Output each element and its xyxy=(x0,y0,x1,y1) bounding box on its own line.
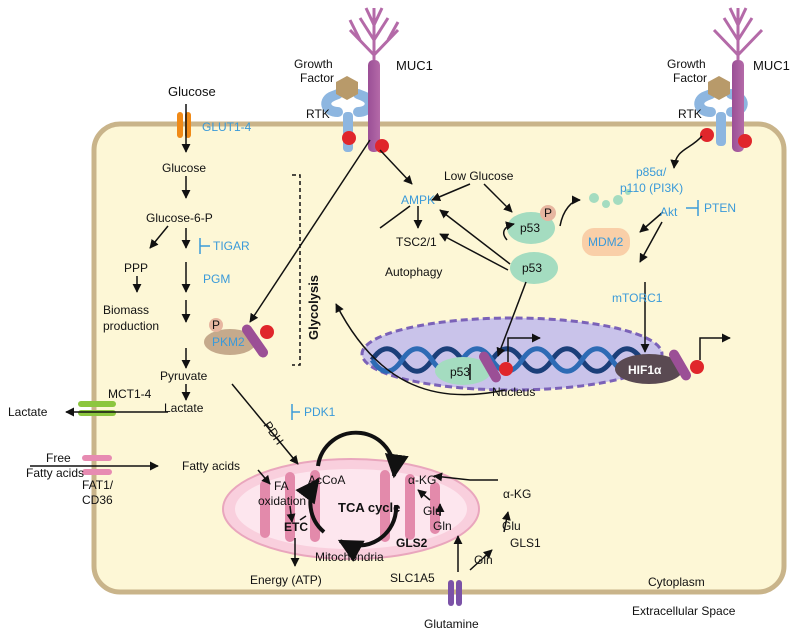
label-mtorc1: mTORC1 xyxy=(612,291,663,305)
phospho-icon xyxy=(375,139,389,153)
label-slc1a5: SLC1A5 xyxy=(390,571,435,585)
label-pkm2: PKM2 xyxy=(212,335,245,349)
label-ampk: AMPK xyxy=(401,193,435,207)
label-pyruvate: Pyruvate xyxy=(160,369,208,383)
label-akt: Akt xyxy=(660,205,678,219)
slc1a5-transporter xyxy=(448,580,462,606)
label-gln-mito: Gln xyxy=(433,519,452,533)
label-gf-right-1: Growth xyxy=(667,57,706,71)
label-ppp: PPP xyxy=(124,261,148,275)
label-fat1-2: CD36 xyxy=(82,493,113,507)
label-lactate-extracellular: Lactate xyxy=(8,405,48,419)
p53-protein xyxy=(507,212,555,244)
label-glut: GLUT1-4 xyxy=(202,120,252,134)
label-glucose-6-p: Glucose-6-P xyxy=(146,211,213,225)
label-biomass-2: production xyxy=(103,319,159,333)
label-hif1a: HIF1α xyxy=(628,363,662,377)
label-glucose-extracellular: Glucose xyxy=(168,84,216,99)
phospho-icon xyxy=(342,131,356,145)
label-p-badge-p53: P xyxy=(544,206,552,220)
label-gls2: GLS2 xyxy=(396,536,428,550)
mitochondrion xyxy=(222,458,480,560)
phospho-icon xyxy=(700,128,714,142)
label-nucleus: Nucleus xyxy=(492,385,535,399)
label-low-glucose: Low Glucose xyxy=(444,169,514,183)
growth-factor-icon xyxy=(708,76,730,100)
label-glycolysis: Glycolysis xyxy=(306,275,321,340)
degraded-p53-icon xyxy=(589,189,631,208)
muc1-icon xyxy=(732,60,744,152)
label-fa-oxidation-1: FA xyxy=(274,479,289,493)
pkm2-complex xyxy=(204,318,274,358)
label-gln-cyto: Gln xyxy=(474,553,493,567)
label-accoa: AcCoA xyxy=(308,473,345,487)
inhibition-marks xyxy=(199,200,699,420)
label-biomass-1: Biomass xyxy=(103,303,149,317)
right-receptor-complex xyxy=(694,7,764,152)
label-free-fa-2: Fatty acids xyxy=(26,466,84,480)
label-p-badge: P xyxy=(212,318,220,332)
label-etc: ETC xyxy=(284,520,308,534)
hif1a-complex xyxy=(615,349,704,384)
tca-cycle-ring xyxy=(295,430,409,562)
pathway-arrows xyxy=(30,104,731,572)
label-free-fa-1: Free xyxy=(46,451,71,465)
label-muc1-left: MUC1 xyxy=(396,58,433,73)
label-cytoplasm: Cytoplasm xyxy=(648,575,705,589)
label-pgm: PGM xyxy=(203,272,230,286)
label-p53-a: p53 xyxy=(520,221,540,235)
label-tca: TCA cycle xyxy=(338,500,400,515)
label-fatty-acids: Fatty acids xyxy=(182,459,240,473)
label-pdk1: PDK1 xyxy=(304,405,336,419)
p53-protein xyxy=(510,252,558,284)
label-fat1-1: FAT1/ xyxy=(82,478,114,492)
label-glucose-cytoplasm: Glucose xyxy=(162,161,206,175)
label-tigar: TIGAR xyxy=(213,239,250,253)
fat1-transporter xyxy=(82,455,112,475)
label-akg-mito: α-KG xyxy=(408,473,436,487)
label-mdm2: MDM2 xyxy=(588,235,624,249)
label-p85: p85α/ xyxy=(636,165,667,179)
label-mitochondria: Mitochondria xyxy=(315,550,384,564)
label-gf-right-2: Factor xyxy=(673,71,707,85)
p53-nuclear-complex xyxy=(435,351,513,385)
left-receptor-complex xyxy=(321,7,400,153)
label-pten: PTEN xyxy=(704,201,736,215)
label-p110: p110 (PI3K) xyxy=(620,181,683,195)
label-energy: Energy (ATP) xyxy=(250,573,322,587)
label-mct: MCT1-4 xyxy=(108,387,152,401)
glycolysis-bracket xyxy=(292,174,301,366)
label-extracellular: Extracellular Space xyxy=(632,604,736,618)
label-gls1: GLS1 xyxy=(510,536,541,550)
label-p53-b: p53 xyxy=(522,261,542,275)
label-glutamine: Glutamine xyxy=(424,617,479,631)
label-p53-nucleus: p53 xyxy=(450,365,470,379)
label-rtk-left: RTK xyxy=(306,107,330,121)
label-rtk-right: RTK xyxy=(678,107,702,121)
phospho-icon xyxy=(738,134,752,148)
label-fa-oxidation-2: oxidation xyxy=(258,494,306,508)
mdm2-protein xyxy=(582,228,630,256)
label-gf-left-1: Growth xyxy=(294,57,333,71)
growth-factor-icon xyxy=(336,76,358,100)
label-autophagy: Autophagy xyxy=(385,265,442,279)
phospho-icon xyxy=(540,205,556,221)
label-muc1-right: MUC1 xyxy=(753,58,790,73)
label-glu-cyto: Glu xyxy=(502,519,521,533)
label-gf-left-2: Factor xyxy=(300,71,334,85)
label-lactate-cytoplasm: Lactate xyxy=(164,401,204,415)
label-akg-cyto: α-KG xyxy=(503,487,531,501)
label-tsc: TSC2/1 xyxy=(396,235,437,249)
muc1-icon xyxy=(368,60,380,152)
label-glu-mito: Glu xyxy=(423,504,442,518)
